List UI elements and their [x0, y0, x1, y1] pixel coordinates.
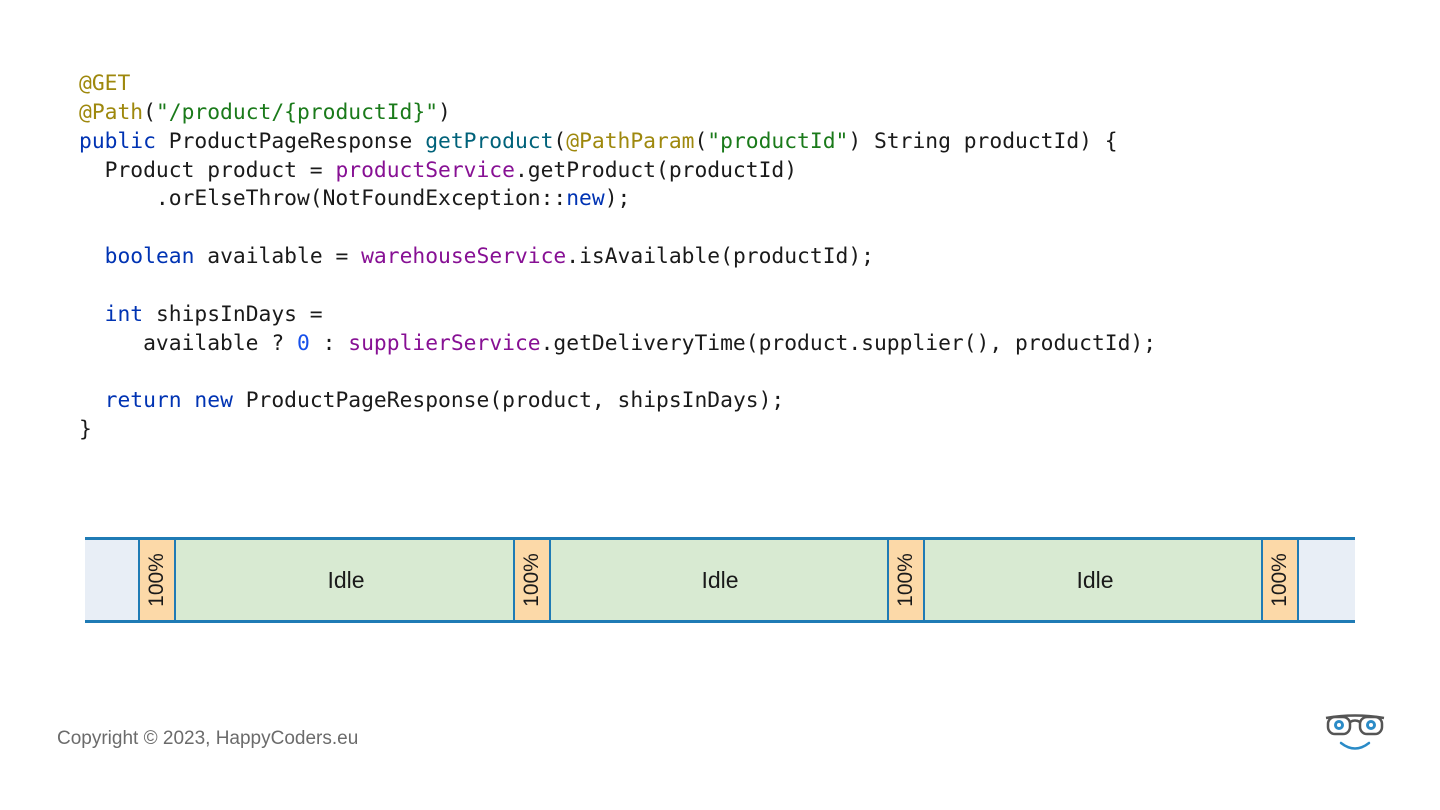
code-token: }: [79, 417, 92, 443]
code-line: available ? 0 : supplierService.getDeliv…: [79, 330, 1156, 359]
code-token: "/product/{productId}": [155, 99, 439, 125]
code-line: .orElseThrow(NotFoundException::new);: [79, 185, 1156, 214]
segment-label: Idle: [701, 566, 739, 593]
cpu-idle-segment: Idle: [925, 540, 1265, 620]
cpu-idle-segment: Idle: [176, 540, 516, 620]
code-token: @GET: [79, 71, 131, 96]
code-token: boolean: [104, 244, 195, 270]
code-line: boolean available = warehouseService.isA…: [79, 243, 1156, 272]
code-line: [79, 358, 1156, 387]
code-line: int shipsInDays =: [79, 301, 1156, 330]
code-token: int: [104, 301, 144, 327]
segment-label: 100%: [145, 553, 168, 607]
code-line: [79, 214, 1156, 243]
code-token: available =: [194, 244, 362, 270]
code-token: .getDeliveryTime(product.supplier(), pro…: [540, 330, 1157, 356]
glasses-smiley-icon: [1325, 714, 1385, 750]
segment-label: Idle: [327, 566, 365, 593]
cpu-busy-segment: 100%: [887, 540, 925, 620]
code-token: available ?: [79, 330, 297, 356]
code-line: public ProductPageResponse getProduct(@P…: [79, 128, 1156, 157]
code-line: return new ProductPageResponse(product, …: [79, 387, 1156, 416]
cpu-usage-timeline: 100% Idle 100% Idle 100% Idle 100%: [85, 537, 1355, 623]
code-token: warehouseService: [361, 244, 567, 270]
cpu-idle-segment: Idle: [551, 540, 889, 620]
code-token: (: [553, 128, 567, 154]
code-token: [182, 388, 195, 413]
code-token: Product product =: [79, 157, 336, 183]
code-token: public: [79, 128, 156, 154]
code-token: (: [694, 128, 708, 154]
code-token: shipsInDays =: [143, 301, 323, 327]
code-token: [79, 302, 105, 327]
code-token: return: [104, 388, 182, 414]
code-token: );: [604, 186, 631, 212]
code-token: (: [143, 99, 156, 125]
code-token: [79, 244, 105, 269]
code-token: new: [194, 388, 233, 414]
code-token: .getProduct(productId): [514, 157, 798, 183]
code-token: @PathParam: [566, 128, 695, 154]
code-token: :: [309, 330, 349, 356]
code-token: .orElseThrow(NotFoundException::: [79, 186, 567, 212]
code-line: @Path("/product/{productId}"): [79, 99, 1156, 128]
code-token: supplierService: [348, 330, 541, 356]
code-token: ProductPageResponse: [155, 128, 426, 154]
code-token: getProduct: [425, 128, 554, 154]
segment-label: 100%: [1268, 553, 1291, 607]
code-token: ) String productId) {: [848, 128, 1118, 154]
code-token: [79, 388, 105, 413]
copyright-text: Copyright © 2023, HappyCoders.eu: [57, 728, 359, 749]
code-token: productService: [335, 157, 515, 183]
code-token: 0: [296, 330, 310, 356]
segment-label: 100%: [894, 553, 917, 607]
cpu-busy-segment: 100%: [1261, 540, 1299, 620]
code-token: .isAvailable(productId);: [566, 244, 874, 270]
code-line: }: [79, 416, 1156, 445]
code-line: Product product = productService.getProd…: [79, 157, 1156, 186]
code-line: [79, 272, 1156, 301]
code-token: new: [566, 186, 605, 212]
code-token: ProductPageResponse(product, shipsInDays…: [232, 388, 785, 414]
cpu-busy-segment: 100%: [138, 540, 176, 620]
code-line: @GET: [79, 70, 1156, 99]
code-token: @Path: [79, 99, 144, 125]
code-token: "productId": [707, 128, 849, 154]
segment-label: Idle: [1076, 566, 1114, 593]
segment-label: 100%: [520, 553, 543, 607]
cpu-busy-segment: 100%: [513, 540, 551, 620]
code-block: @GET@Path("/product/{productId}")public …: [79, 70, 1156, 445]
code-token: ): [438, 99, 451, 125]
